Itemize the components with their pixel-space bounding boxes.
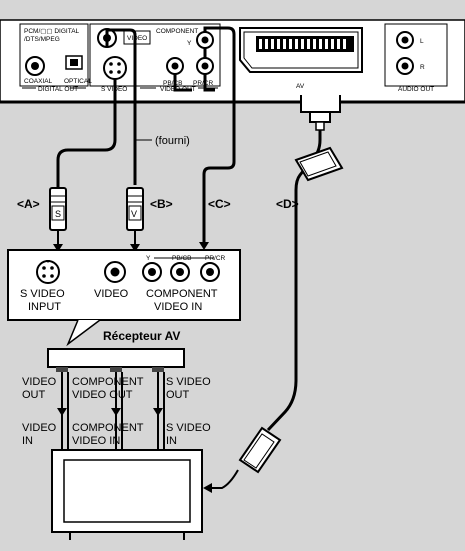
coaxial-label: COAXIAL — [24, 78, 53, 85]
cables-upper — [56, 26, 236, 245]
player-scart-connector: AV — [239, 27, 363, 90]
receiver-title: Récepteur AV — [103, 329, 180, 343]
audio-r-label: R — [420, 64, 425, 71]
digital-out-block: PCM/▢▢ DIGITAL /DTS/MPEG COAXIAL OPTICAL… — [19, 23, 92, 93]
digital-header-line2: /DTS/MPEG — [24, 36, 60, 43]
receiver-s-video-jack — [36, 260, 60, 284]
plug-a: S — [49, 187, 67, 252]
receiver-y-label: Y — [146, 255, 151, 262]
scart-plug-bottom — [203, 426, 282, 493]
video-arrow — [57, 408, 67, 416]
video-out-label-1: VIDEO — [22, 376, 57, 388]
audio-r-jack — [396, 57, 414, 75]
receiver-component-label-1: COMPONENT — [146, 288, 218, 300]
audio-out-block: L R AUDIO OUT — [384, 23, 448, 93]
s-video-in-label-1: S VIDEO — [166, 422, 211, 434]
player-y-jack — [196, 31, 214, 49]
player-pb-label: PB/CB — [163, 80, 183, 87]
plug-b: V — [126, 187, 144, 252]
optical-label: OPTICAL — [64, 78, 92, 85]
cable-b-label: <B> — [150, 197, 173, 211]
cable-a-label: <A> — [17, 197, 40, 211]
receiver-component-label-2: VIDEO IN — [154, 301, 202, 313]
receiver-video-jack — [104, 261, 126, 283]
player-s-video-jack — [103, 56, 127, 80]
cable-c-path — [173, 74, 192, 92]
receiver-panel: S VIDEO INPUT VIDEO Y PB/CB PR/CR COMPON… — [7, 249, 241, 321]
player-video-label: VIDEO — [127, 35, 147, 42]
cable-a-path — [56, 79, 117, 188]
component-in-label-2: VIDEO IN — [72, 435, 120, 447]
s-video-out-label-2: OUT — [166, 389, 190, 401]
receiver-y-jack — [142, 262, 162, 282]
player-pr-jack — [196, 57, 214, 75]
component-in-label-1: COMPONENT — [72, 422, 144, 434]
receiver-pr-label: PR/CR — [205, 255, 226, 262]
digital-header-line1: PCM/▢▢ DIGITAL — [24, 28, 80, 35]
receiver-pb-label: PB/CB — [172, 255, 192, 262]
plug-b-letter: V — [131, 209, 137, 219]
plug-a-letter: S — [55, 209, 61, 219]
video-out-label-2: OUT — [22, 389, 46, 401]
cable-b-path — [105, 28, 137, 185]
video-in-label-2: IN — [22, 435, 33, 447]
component-arrow — [111, 408, 121, 416]
cable-d-label: <D> — [276, 197, 299, 211]
component-out-label-2: VIDEO OUT — [72, 389, 133, 401]
s-video-in-label-2: IN — [166, 435, 177, 447]
receiver-callout — [66, 319, 101, 347]
receiver-video-label: VIDEO — [94, 288, 129, 300]
receiver-s-video-label-2: INPUT — [28, 301, 61, 313]
player-pb-jack — [166, 57, 184, 75]
receiver-pr-jack — [200, 262, 220, 282]
component-out-label-1: COMPONENT — [72, 376, 144, 388]
digital-out-label: DIGITAL OUT — [38, 86, 78, 93]
cable-c-label: <C> — [208, 197, 231, 211]
receiver-box — [47, 348, 185, 372]
fourni-label: (fourni) — [155, 135, 190, 147]
cable-c-arrow — [199, 242, 209, 250]
cable-d — [266, 95, 341, 432]
player-pr-label: PR/CR — [193, 80, 214, 87]
scart-plug-top — [294, 146, 344, 182]
player-y-label: Y — [187, 40, 192, 47]
audio-l-jack — [396, 31, 414, 49]
audio-out-label: AUDIO OUT — [398, 86, 434, 93]
audio-l-label: L — [420, 38, 424, 45]
coaxial-jack — [25, 56, 45, 76]
television — [51, 449, 203, 540]
player-component-label: COMPONENT — [156, 28, 198, 35]
optical-jack — [65, 55, 83, 70]
s-video-arrow — [153, 408, 163, 416]
video-in-label-1: VIDEO — [22, 422, 57, 434]
player-av-label: AV — [296, 83, 305, 90]
s-video-out-label-1: S VIDEO — [166, 376, 211, 388]
receiver-pb-jack — [170, 262, 190, 282]
receiver-s-video-label-1: S VIDEO — [20, 288, 65, 300]
